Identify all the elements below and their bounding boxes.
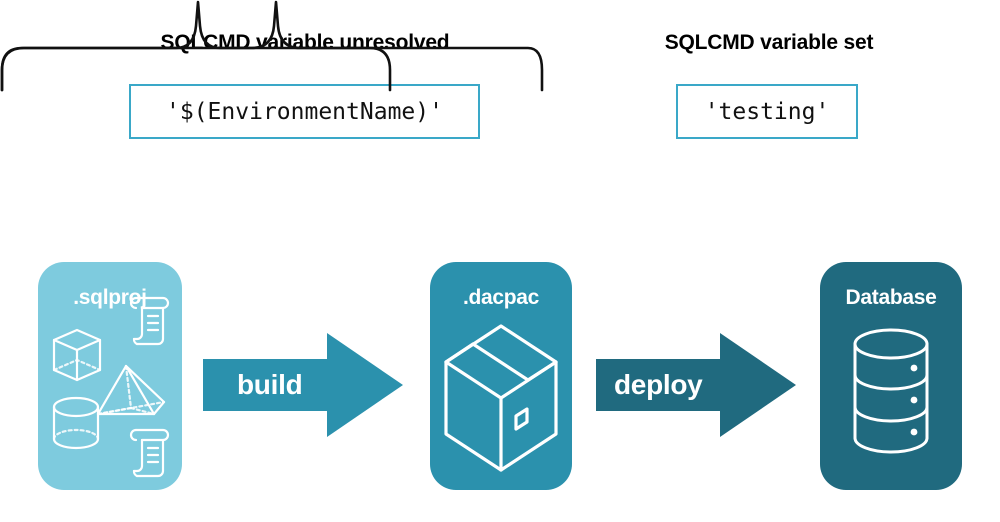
- scroll-icon: [129, 428, 170, 478]
- code-box-unresolved-value: '$(EnvironmentName)': [129, 84, 480, 139]
- pyramid-icon: [96, 364, 166, 416]
- stage-box-dacpac[interactable]: .dacpac: [430, 262, 572, 490]
- arrow-label-build: build: [237, 369, 303, 400]
- stage-box-database[interactable]: Database: [820, 262, 962, 490]
- package-box-icon: [444, 324, 558, 472]
- arrow-deploy: deploy: [596, 333, 796, 437]
- arrow-label-deploy: deploy: [614, 369, 703, 400]
- stage-box-sqlproj[interactable]: .sqlproj: [38, 262, 182, 490]
- stage-label-database: Database: [845, 286, 937, 309]
- cylinder-icon: [52, 396, 100, 450]
- cube-icon: [52, 328, 102, 382]
- arrow-build: build: [203, 333, 403, 437]
- stage-label-dacpac: .dacpac: [462, 286, 540, 309]
- brace-right-icon: [0, 0, 392, 92]
- stage-label-sqlproj: .sqlproj: [73, 286, 147, 309]
- heading-sqlcmd-variable-set: SQLCMD variable set: [664, 31, 874, 54]
- code-box-set-value: 'testing': [676, 84, 858, 139]
- arrow-right-icon: [203, 333, 403, 437]
- arrow-right-icon: [596, 333, 796, 437]
- database-indicator-dots: [910, 364, 918, 436]
- database-cylinder-icon: [853, 328, 929, 454]
